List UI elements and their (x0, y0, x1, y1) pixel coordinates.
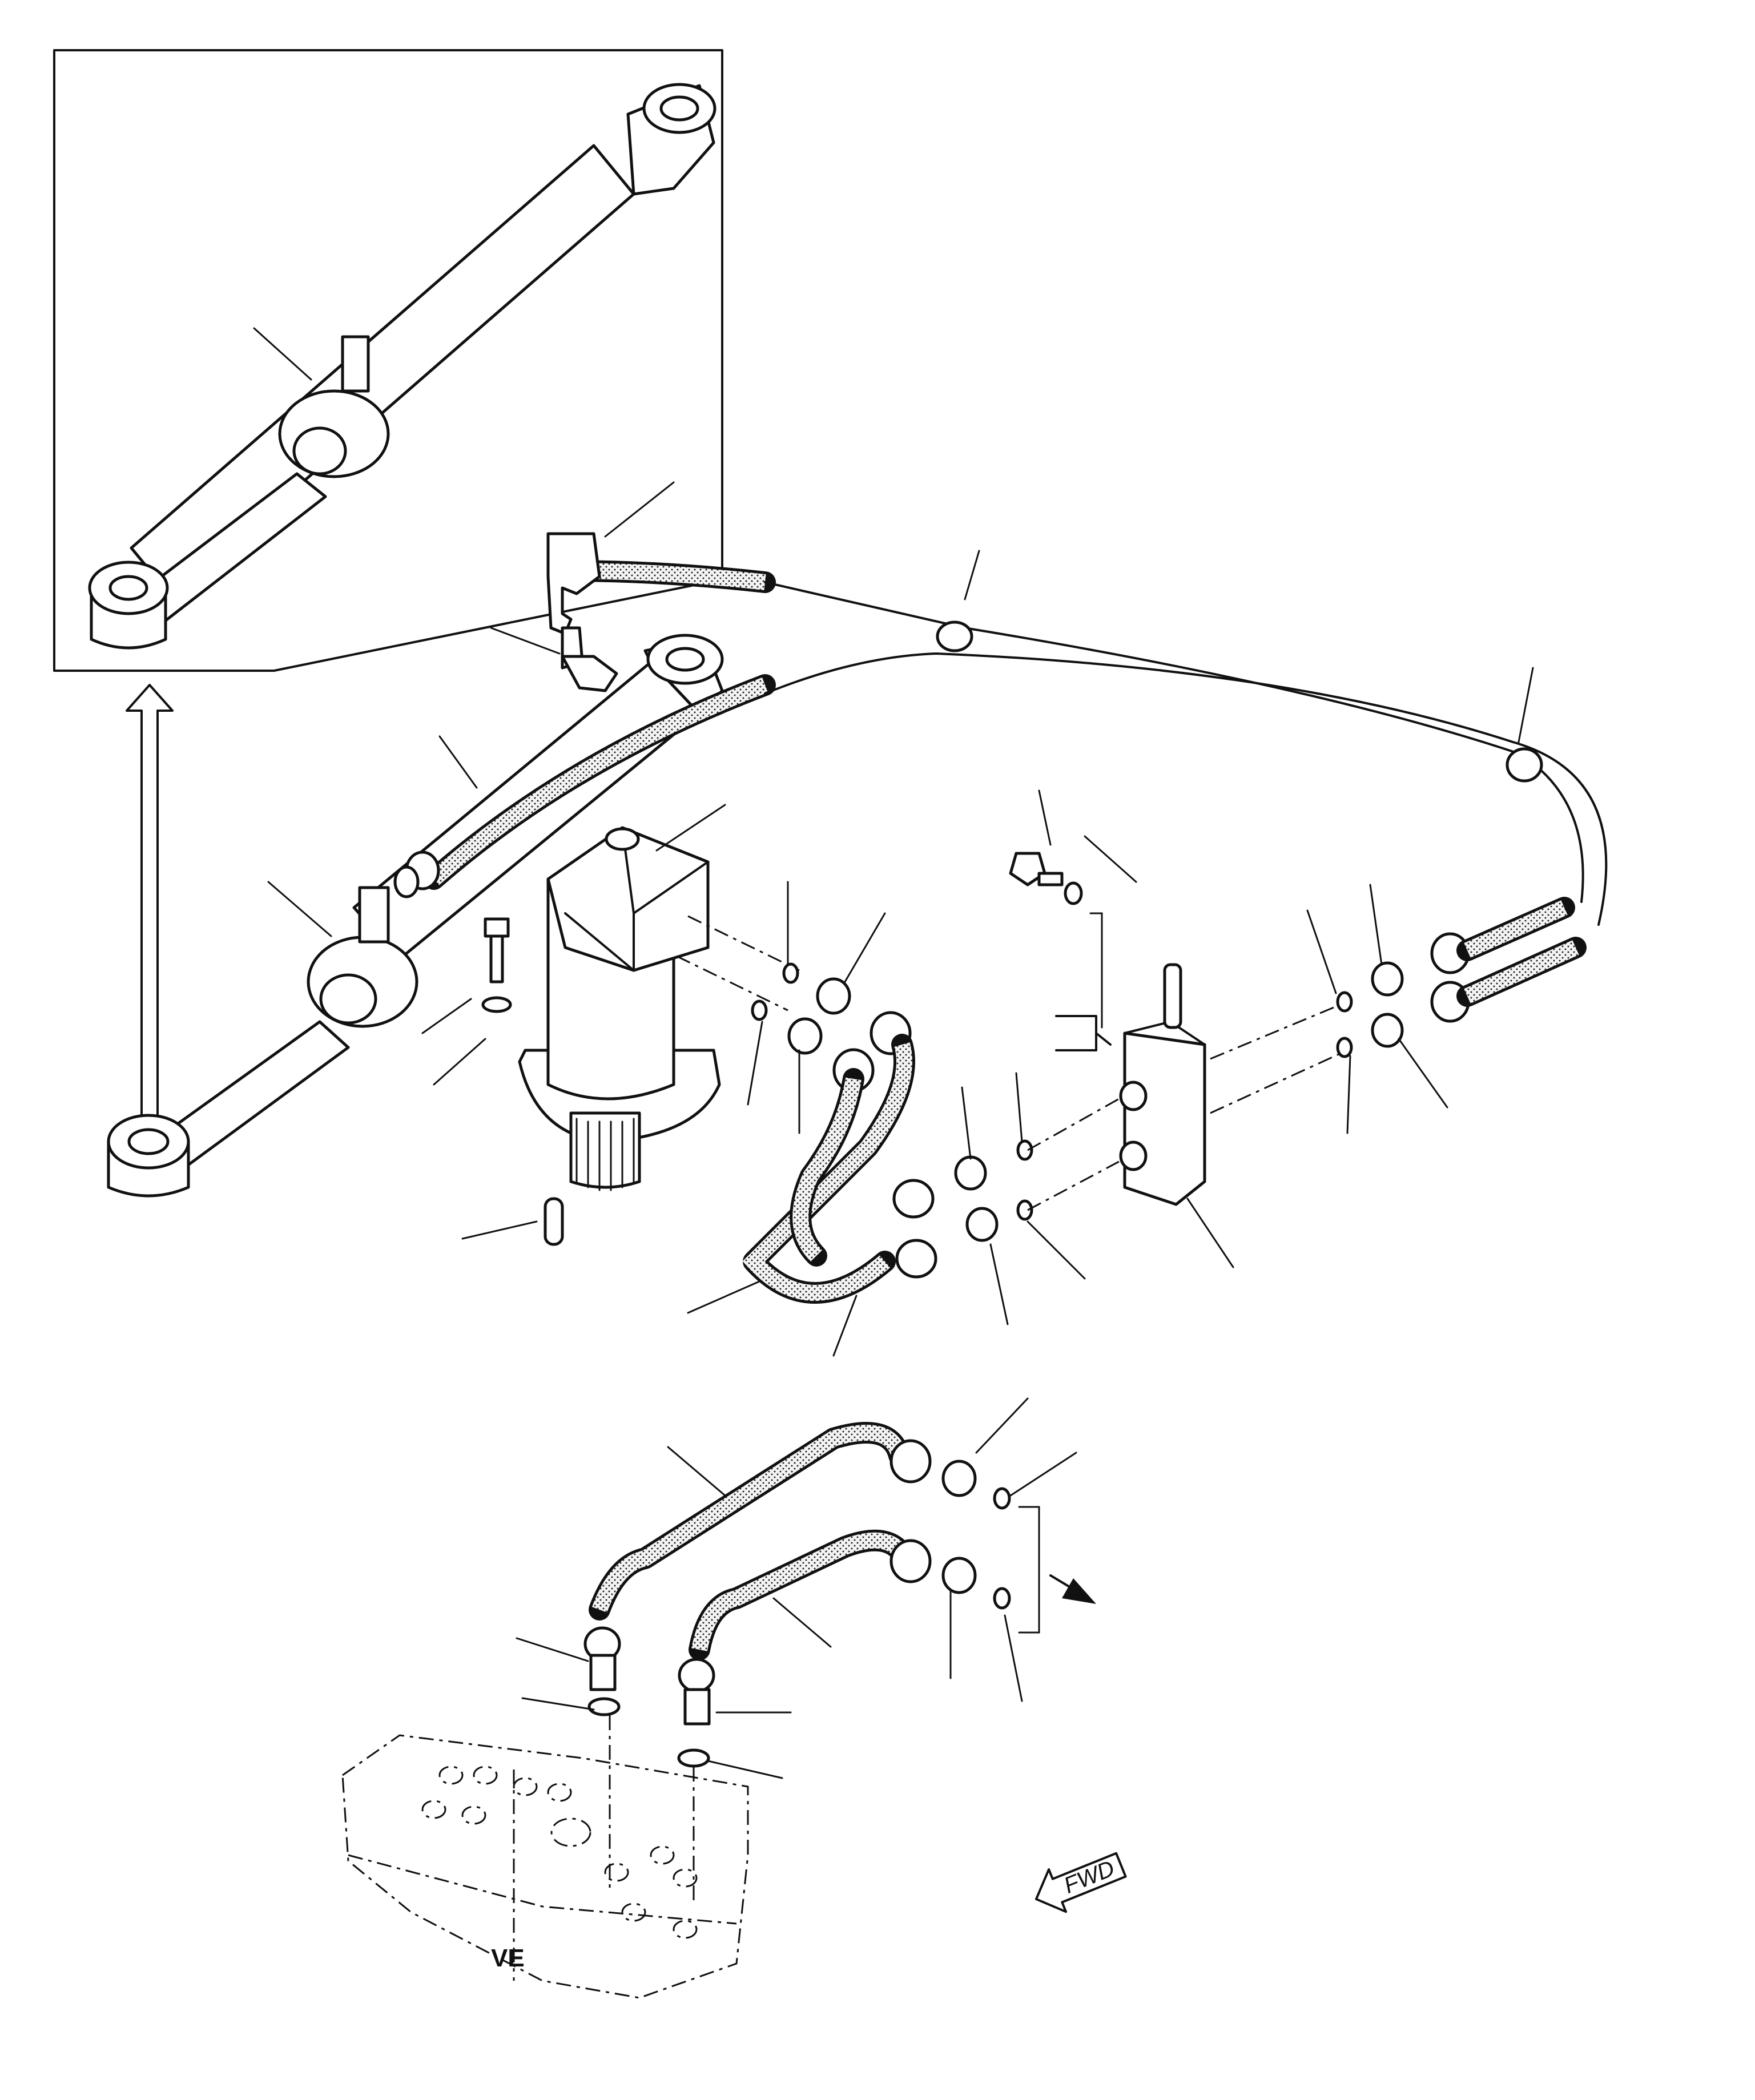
elbow-fitting-upper (546, 532, 601, 635)
up-arrow-icon (126, 684, 174, 1137)
cylinder-hoses (393, 532, 776, 898)
pin (544, 1197, 564, 1246)
elbow-fitting-lower (561, 655, 618, 692)
motor-pinion (569, 1111, 641, 1189)
fwd-arrow-icon: FWD (1035, 1852, 1127, 1913)
inset-bracket (341, 335, 370, 393)
inset-frame (53, 49, 723, 672)
fittings-right (1336, 897, 1587, 1058)
valve-bolt (1009, 852, 1103, 1029)
long-pipe-lines (764, 581, 1608, 926)
valve-lever (1163, 963, 1182, 1029)
control-valve: VE (341, 1734, 749, 1999)
swing-motor (518, 826, 721, 1246)
fittings-to-valve (954, 1098, 1120, 1242)
control-valve-label: VE (491, 1944, 525, 1972)
loop-hose (742, 1034, 937, 1304)
line-clamp-2 (1506, 747, 1543, 783)
callout-leaders (267, 481, 1534, 1779)
valve-body (1123, 1031, 1206, 1206)
inset-cylinder-tube (130, 144, 635, 598)
selector-valve (1055, 963, 1348, 1206)
detail-inset (53, 49, 723, 672)
cylinder-bracket (358, 886, 390, 944)
right-arrow-icon (1049, 1574, 1096, 1604)
line-clamp-1 (936, 620, 973, 652)
lower-hoses (583, 1422, 1040, 1901)
bolt (481, 917, 512, 1013)
